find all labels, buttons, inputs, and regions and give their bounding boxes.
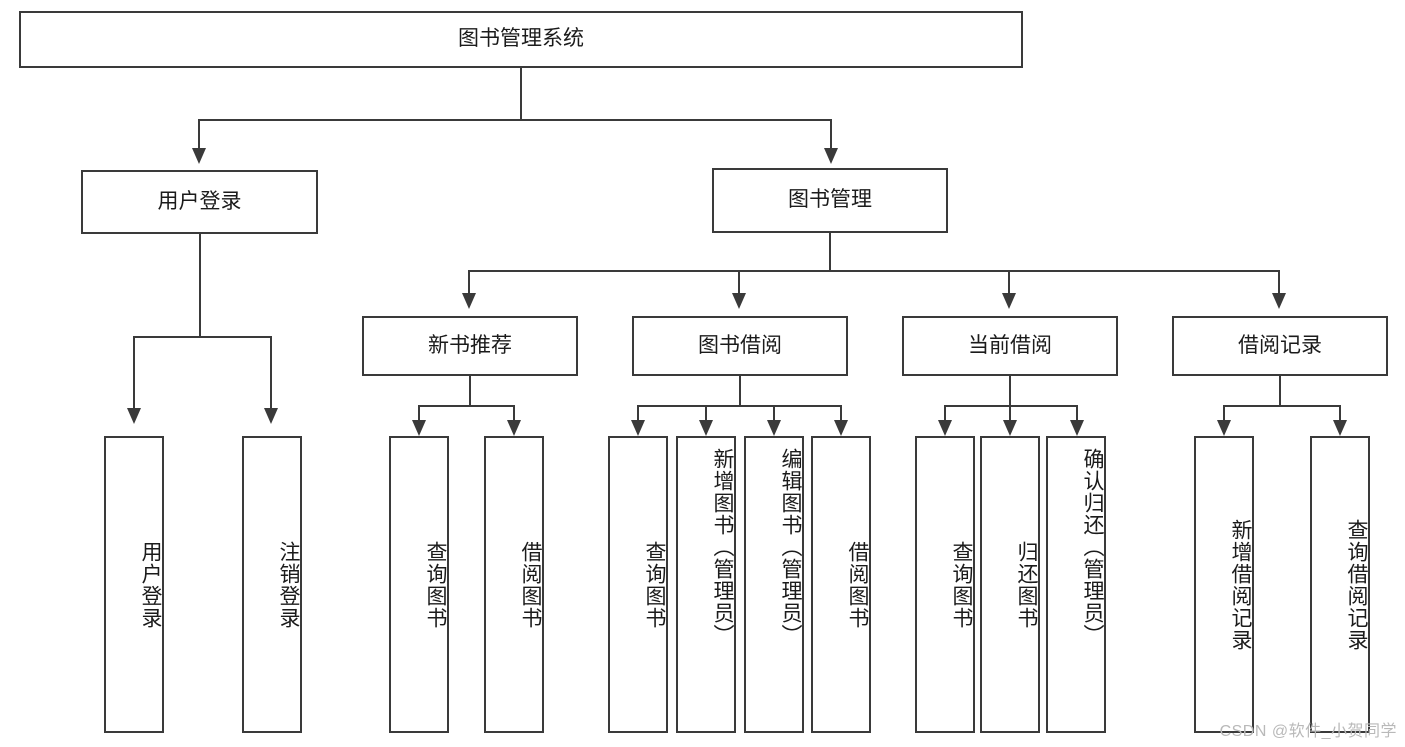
node-label: 借阅记录 bbox=[1238, 333, 1322, 357]
arrowhead-to-borrow-record bbox=[1272, 293, 1286, 309]
arrowhead-borrow-record-leaf-1 bbox=[1217, 420, 1231, 436]
node-book-manage[interactable]: 图书管理 bbox=[712, 168, 948, 233]
connector-current-borrow-drop-2 bbox=[1009, 405, 1011, 421]
connector-root-bus bbox=[198, 119, 832, 121]
node-label: 编辑图书（管理员） bbox=[779, 448, 802, 646]
connector-borrow-record-drop-2 bbox=[1339, 405, 1341, 421]
connector-book-manage-drop-2 bbox=[738, 270, 740, 294]
node-label: 图书管理 bbox=[788, 188, 872, 212]
node-label: 用户登录 bbox=[139, 540, 162, 629]
connector-book-manage-bus bbox=[468, 270, 1280, 272]
leaf-borrow-record-add[interactable]: 新增借阅记录 bbox=[1194, 436, 1254, 733]
node-borrow-record[interactable]: 借阅记录 bbox=[1172, 316, 1388, 376]
connector-book-borrow-drop-2 bbox=[705, 405, 707, 421]
leaf-current-borrow-confirm-return[interactable]: 确认归还（管理员） bbox=[1046, 436, 1106, 733]
node-user-login[interactable]: 用户登录 bbox=[81, 170, 318, 234]
connector-new-book-drop-1 bbox=[418, 405, 420, 421]
leaf-new-book-query[interactable]: 查询图书 bbox=[389, 436, 449, 733]
node-label: 新增借阅记录 bbox=[1229, 518, 1252, 651]
node-label: 查询图书 bbox=[950, 540, 973, 629]
node-label: 查询图书 bbox=[424, 540, 447, 629]
connector-root-drop-right bbox=[830, 119, 832, 149]
csdn-watermark: CSDN @软件_小贺同学 bbox=[1219, 723, 1397, 740]
node-label: 新增图书（管理员） bbox=[711, 448, 734, 646]
node-label: 借阅图书 bbox=[846, 540, 869, 629]
node-root-system[interactable]: 图书管理系统 bbox=[19, 11, 1023, 68]
leaf-current-borrow-query[interactable]: 查询图书 bbox=[915, 436, 975, 733]
leaf-book-borrow-add[interactable]: 新增图书（管理员） bbox=[676, 436, 736, 733]
connector-new-book-drop-2 bbox=[513, 405, 515, 421]
connector-user-login-stem bbox=[199, 234, 201, 337]
connector-new-book-stem bbox=[469, 376, 471, 406]
arrowhead-borrow-record-leaf-2 bbox=[1333, 420, 1347, 436]
arrowhead-to-user-login bbox=[192, 148, 206, 164]
node-label: 用户登录 bbox=[157, 189, 242, 213]
connector-borrow-record-stem bbox=[1279, 376, 1281, 406]
connector-current-borrow-drop-1 bbox=[944, 405, 946, 421]
node-new-book-recommend[interactable]: 新书推荐 bbox=[362, 316, 578, 376]
leaf-book-borrow-query[interactable]: 查询图书 bbox=[608, 436, 668, 733]
node-label: 注销登录 bbox=[277, 540, 300, 629]
arrowhead-current-borrow-leaf-3 bbox=[1070, 420, 1084, 436]
connector-book-manage-drop-1 bbox=[468, 270, 470, 294]
arrowhead-to-book-manage bbox=[824, 148, 838, 164]
arrowhead-book-borrow-leaf-3 bbox=[767, 420, 781, 436]
connector-book-manage-drop-3 bbox=[1008, 270, 1010, 294]
arrowhead-book-borrow-leaf-1 bbox=[631, 420, 645, 436]
node-label: 图书管理系统 bbox=[458, 27, 584, 51]
node-label: 查询图书 bbox=[643, 540, 666, 629]
connector-book-manage-drop-4 bbox=[1278, 270, 1280, 294]
leaf-user-login-signin[interactable]: 用户登录 bbox=[104, 436, 164, 733]
connector-root-stem bbox=[520, 68, 522, 120]
connector-book-borrow-stem bbox=[739, 376, 741, 406]
node-label: 查询借阅记录 bbox=[1345, 518, 1368, 651]
connector-user-login-bus bbox=[133, 336, 270, 338]
connector-borrow-record-bus bbox=[1223, 405, 1341, 407]
node-label: 归还图书 bbox=[1015, 540, 1038, 629]
node-current-borrow[interactable]: 当前借阅 bbox=[902, 316, 1118, 376]
node-label: 借阅图书 bbox=[519, 540, 542, 629]
connector-user-login-drop-1 bbox=[133, 336, 135, 409]
node-label: 当前借阅 bbox=[968, 333, 1052, 357]
connector-book-borrow-drop-1 bbox=[637, 405, 639, 421]
arrowhead-to-current-borrow bbox=[1002, 293, 1016, 309]
arrowhead-to-book-borrow bbox=[732, 293, 746, 309]
node-book-borrow[interactable]: 图书借阅 bbox=[632, 316, 848, 376]
arrowhead-new-book-leaf-2 bbox=[507, 420, 521, 436]
node-label: 图书借阅 bbox=[698, 333, 782, 357]
connector-current-borrow-stem bbox=[1009, 376, 1011, 406]
arrowhead-current-borrow-leaf-2 bbox=[1003, 420, 1017, 436]
node-label: 新书推荐 bbox=[428, 333, 512, 357]
connector-user-login-drop-2 bbox=[270, 336, 272, 409]
leaf-user-login-signout[interactable]: 注销登录 bbox=[242, 436, 302, 733]
node-label: 确认归还（管理员） bbox=[1081, 448, 1104, 646]
connector-current-borrow-drop-3 bbox=[1076, 405, 1078, 421]
connector-borrow-record-drop-1 bbox=[1223, 405, 1225, 421]
leaf-current-borrow-return[interactable]: 归还图书 bbox=[980, 436, 1040, 733]
connector-book-manage-stem bbox=[829, 233, 831, 271]
arrowhead-user-login-leaf-2 bbox=[264, 408, 278, 424]
connector-book-borrow-drop-3 bbox=[773, 405, 775, 421]
leaf-book-borrow-borrow[interactable]: 借阅图书 bbox=[811, 436, 871, 733]
connector-root-drop-left bbox=[198, 119, 200, 149]
connector-book-borrow-drop-4 bbox=[840, 405, 842, 421]
leaf-book-borrow-edit[interactable]: 编辑图书（管理员） bbox=[744, 436, 804, 733]
leaf-borrow-record-query[interactable]: 查询借阅记录 bbox=[1310, 436, 1370, 733]
arrowhead-new-book-leaf-1 bbox=[412, 420, 426, 436]
arrowhead-book-borrow-leaf-4 bbox=[834, 420, 848, 436]
leaf-new-book-borrow[interactable]: 借阅图书 bbox=[484, 436, 544, 733]
arrowhead-user-login-leaf-1 bbox=[127, 408, 141, 424]
arrowhead-current-borrow-leaf-1 bbox=[938, 420, 952, 436]
arrowhead-book-borrow-leaf-2 bbox=[699, 420, 713, 436]
connector-book-borrow-bus bbox=[637, 405, 841, 407]
arrowhead-to-new-book-recommend bbox=[462, 293, 476, 309]
connector-new-book-bus bbox=[418, 405, 514, 407]
